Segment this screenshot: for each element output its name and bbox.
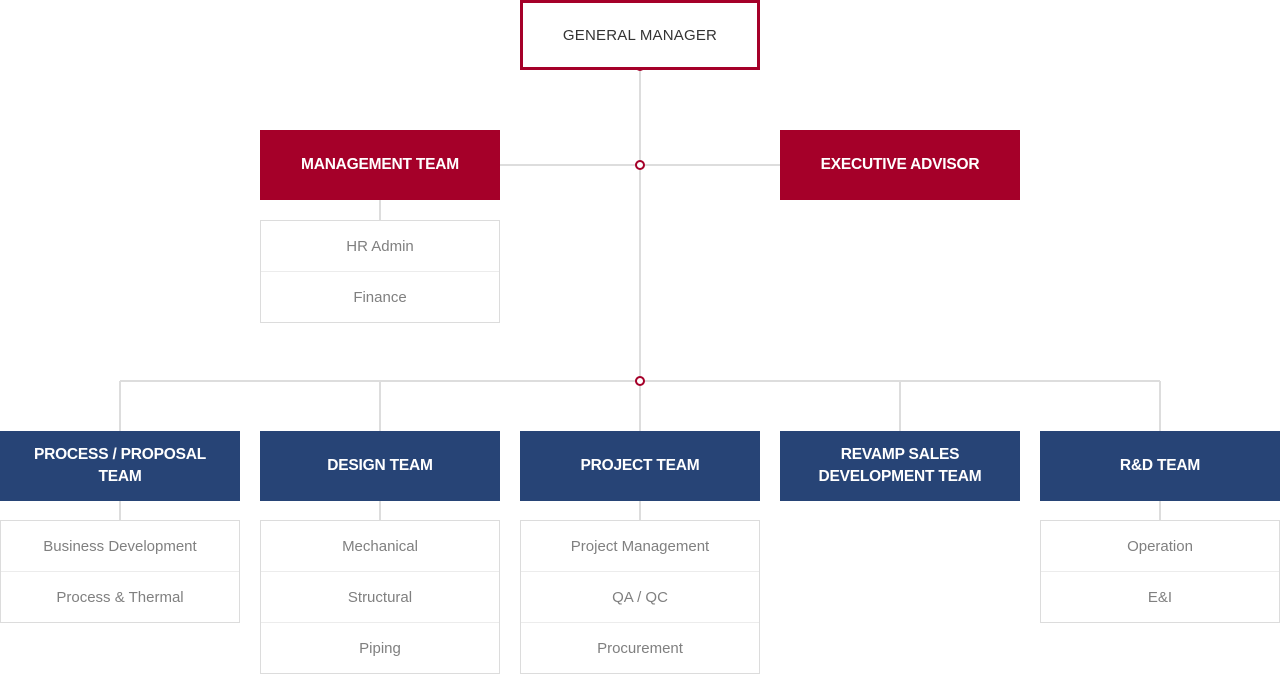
management-team-box: MANAGEMENT TEAM — [260, 130, 500, 200]
sub-item-mechanical: Mechanical — [342, 537, 418, 555]
team-box-design: DESIGN TEAM — [260, 431, 500, 501]
sub-item-project-management: Project Management — [570, 537, 710, 555]
sub-item-hr-admin: HR Admin — [346, 237, 414, 255]
sub-item-piping: Piping — [261, 622, 499, 673]
sub-item-qa-qc: QA / QC — [521, 571, 759, 622]
connector-dot — [635, 160, 645, 170]
connector-dot — [635, 376, 645, 386]
project-team-sublist: Project Management QA / QC Procurement — [520, 520, 760, 674]
sub-item-process-thermal: Process & Thermal — [1, 571, 239, 622]
general-manager-box: GENERAL MANAGER — [520, 0, 760, 70]
rnd-team-sublist: Operation E&I — [1040, 520, 1280, 623]
sub-item-structural: Structural — [261, 571, 499, 622]
team-box-project: PROJECT TEAM — [520, 431, 760, 501]
team-box-revamp-sales: REVAMP SALES DEVELOPMENT TEAM — [780, 431, 1020, 501]
executive-advisor-box: EXECUTIVE ADVISOR — [780, 130, 1020, 200]
team-box-process-proposal: PROCESS / PROPOSAL TEAM — [0, 431, 240, 501]
sub-item-procurement: Procurement — [521, 622, 759, 673]
team-box-rnd: R&D TEAM — [1040, 431, 1280, 501]
sub-item-business-development: Business Development — [43, 537, 197, 555]
process-team-sublist: Business Development Process & Thermal — [0, 520, 240, 623]
sub-item-finance: Finance — [261, 271, 499, 322]
sub-item-operation: Operation — [1127, 537, 1193, 555]
design-team-sublist: Mechanical Structural Piping — [260, 520, 500, 674]
management-team-sublist: HR Admin Finance — [260, 220, 500, 323]
sub-item-e-and-i: E&I — [1041, 571, 1279, 622]
